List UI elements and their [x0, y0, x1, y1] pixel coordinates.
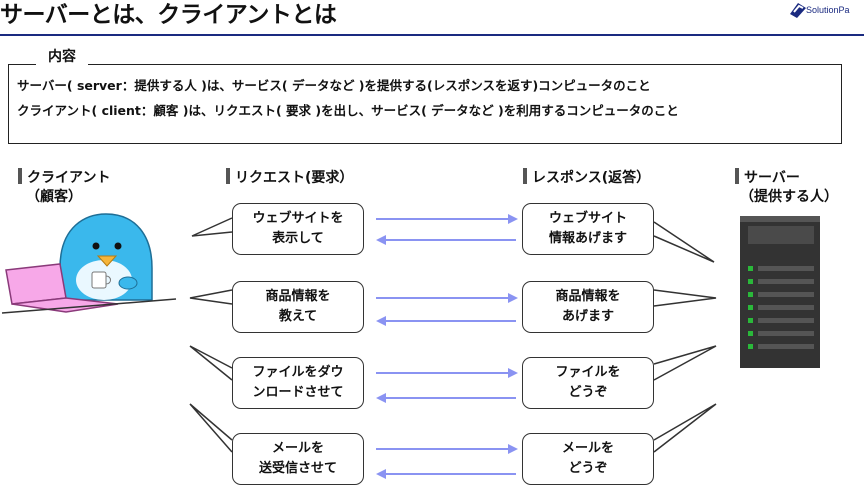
request-bubble-3: ファイルをダウ ンロードさせて — [232, 357, 364, 409]
logo-text: SolutionPa — [806, 5, 850, 15]
response-bubble-4: メールを どうぞ — [522, 433, 654, 485]
header-marker — [735, 168, 739, 184]
penguin-icon — [59, 213, 153, 301]
response-text-3: ファイルを どうぞ — [555, 365, 621, 400]
client-header-sub: （顧客） — [26, 189, 82, 205]
response-text-4: メールを どうぞ — [561, 441, 614, 476]
content-label: 内容 — [36, 47, 88, 67]
request-text-3: ファイルをダウ ンロードさせて — [252, 365, 344, 400]
server-header-sub: （提供する人） — [740, 189, 838, 205]
server-header-label: サーバー — [744, 170, 800, 186]
request-tail-3 — [189, 345, 233, 381]
response-tail-2 — [653, 289, 717, 307]
request-header: リクエスト(要求） — [226, 168, 353, 187]
request-text-4: メールを 送受信させて — [258, 441, 337, 476]
response-tail-1 — [653, 221, 715, 263]
request-tail-4 — [189, 403, 233, 453]
server-header: サーバー — [735, 168, 800, 187]
request-header-label: リクエスト(要求） — [235, 170, 354, 186]
request-bubble-1: ウェブサイトを 表示して — [232, 203, 364, 255]
request-tail-1 — [191, 217, 233, 237]
request-text-1: ウェブサイトを 表示して — [252, 211, 344, 246]
header-rule — [0, 34, 864, 36]
response-text-2: 商品情報を あげます — [555, 289, 621, 324]
response-tail-3 — [653, 345, 717, 381]
header-marker — [226, 168, 230, 184]
content-line-server: サーバー( server：提供する人 )は、サービス( データなど )を提供する… — [17, 78, 651, 93]
request-bubble-4: メールを 送受信させて — [232, 433, 364, 485]
request-text-2: 商品情報を 教えて — [265, 289, 331, 324]
request-bubble-2: 商品情報を 教えて — [232, 281, 364, 333]
request-tail-2 — [189, 289, 233, 305]
client-header: クライアント — [18, 168, 110, 187]
desk-line — [1, 298, 177, 314]
response-bubble-1: ウェブサイト 情報あげます — [522, 203, 654, 255]
company-logo: SolutionPa — [788, 0, 864, 24]
response-tail-4 — [653, 403, 717, 453]
response-bubble-3: ファイルを どうぞ — [522, 357, 654, 409]
logo-mark-icon — [790, 3, 806, 18]
header-marker — [523, 168, 527, 184]
server-icon — [740, 216, 820, 368]
content-line-client: クライアント( client：顧客 )は、リクエスト( 要求 )を出し、サービス… — [17, 103, 679, 118]
client-header-label: クライアント — [27, 170, 111, 186]
content-box: サーバー( server：提供する人 )は、サービス( データなど )を提供する… — [8, 64, 842, 144]
response-text-1: ウェブサイト 情報あげます — [548, 211, 627, 246]
response-bubble-2: 商品情報を あげます — [522, 281, 654, 333]
header-marker — [18, 168, 22, 184]
response-header-label: レスポンス(返答） — [532, 170, 651, 186]
page-title: サーバーとは、クライアントとは — [0, 2, 337, 28]
response-header: レスポンス(返答） — [523, 168, 650, 187]
